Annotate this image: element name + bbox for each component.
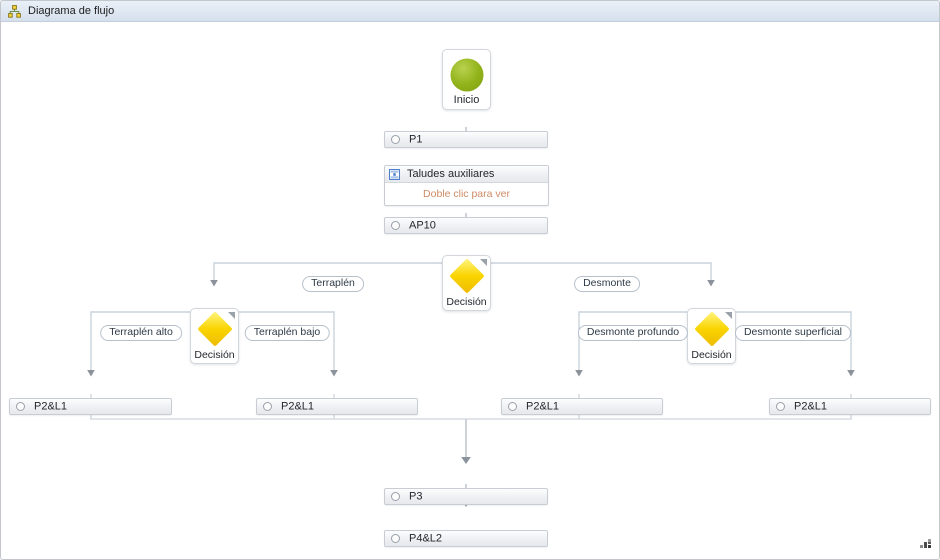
decision-label: Decisión bbox=[194, 349, 235, 361]
activity-label: P2&L1 bbox=[794, 400, 828, 412]
activity-label: P1 bbox=[409, 133, 423, 145]
diagram-canvas: Inicio P1 Taludes auxiliares Doble bbox=[1, 22, 939, 559]
activity-label: P4&L2 bbox=[409, 532, 443, 544]
decision-label: Decisión bbox=[446, 296, 487, 308]
state-dot-icon bbox=[263, 402, 272, 411]
decision-diamond-icon bbox=[693, 311, 730, 347]
collapse-corner-icon bbox=[480, 259, 487, 266]
activity-label: P2&L1 bbox=[526, 400, 560, 412]
subprocess-icon bbox=[389, 168, 400, 180]
start-label: Inicio bbox=[453, 94, 480, 106]
decision-label: Decisión bbox=[691, 349, 732, 361]
activity-box-p1[interactable]: P1 bbox=[384, 131, 548, 148]
activity-box-p3[interactable]: P3 bbox=[384, 488, 548, 505]
resize-grip-icon[interactable] bbox=[920, 536, 933, 554]
activity-label: P2&L1 bbox=[281, 400, 315, 412]
state-dot-icon bbox=[16, 402, 25, 411]
activity-box-p2l1-1[interactable]: P2&L1 bbox=[9, 398, 172, 415]
subprocess-title: Taludes auxiliares bbox=[407, 168, 495, 180]
subprocess-header: Taludes auxiliares bbox=[385, 166, 548, 183]
subprocess-box-taludes[interactable]: Taludes auxiliares Doble clic para ver bbox=[384, 165, 549, 206]
panel-titlebar: Diagrama de flujo bbox=[1, 1, 939, 22]
activity-box-ap10[interactable]: AP10 bbox=[384, 217, 548, 234]
start-circle-icon bbox=[450, 58, 483, 92]
panel-title: Diagrama de flujo bbox=[28, 5, 115, 17]
branch-label-terraplen-alto: Terraplén alto bbox=[100, 325, 182, 341]
decision-diamond-icon bbox=[196, 311, 233, 347]
branch-label-desmonte: Desmonte bbox=[574, 276, 640, 292]
activity-box-p2l1-2[interactable]: P2&L1 bbox=[256, 398, 418, 415]
state-dot-icon bbox=[391, 534, 400, 543]
activity-box-p4l2[interactable]: P4&L2 bbox=[384, 530, 548, 547]
activity-label: P3 bbox=[409, 490, 423, 502]
node-inicio[interactable]: Inicio bbox=[442, 49, 491, 110]
state-dot-icon bbox=[391, 135, 400, 144]
activity-label: AP10 bbox=[409, 219, 436, 231]
state-dot-icon bbox=[391, 221, 400, 230]
flowchart-icon bbox=[8, 4, 21, 18]
state-dot-icon bbox=[391, 492, 400, 501]
activity-box-p2l1-3[interactable]: P2&L1 bbox=[501, 398, 663, 415]
state-dot-icon bbox=[776, 402, 785, 411]
activity-label: P2&L1 bbox=[34, 400, 68, 412]
activity-box-p2l1-4[interactable]: P2&L1 bbox=[769, 398, 931, 415]
branch-label-terraplen: Terraplén bbox=[302, 276, 364, 292]
branch-label-desmonte-profundo: Desmonte profundo bbox=[577, 325, 689, 341]
node-decision-main[interactable]: Decisión bbox=[442, 255, 491, 311]
collapse-corner-icon bbox=[228, 312, 235, 319]
branch-label-terraplen-bajo: Terraplén bajo bbox=[244, 325, 330, 341]
node-decision-right[interactable]: Decisión bbox=[687, 308, 736, 364]
collapse-corner-icon bbox=[725, 312, 732, 319]
decision-diamond-icon bbox=[448, 258, 485, 294]
node-decision-left[interactable]: Decisión bbox=[190, 308, 239, 364]
branch-label-desmonte-superficial: Desmonte superficial bbox=[734, 325, 852, 341]
state-dot-icon bbox=[508, 402, 517, 411]
subprocess-hint: Doble clic para ver bbox=[423, 188, 510, 200]
